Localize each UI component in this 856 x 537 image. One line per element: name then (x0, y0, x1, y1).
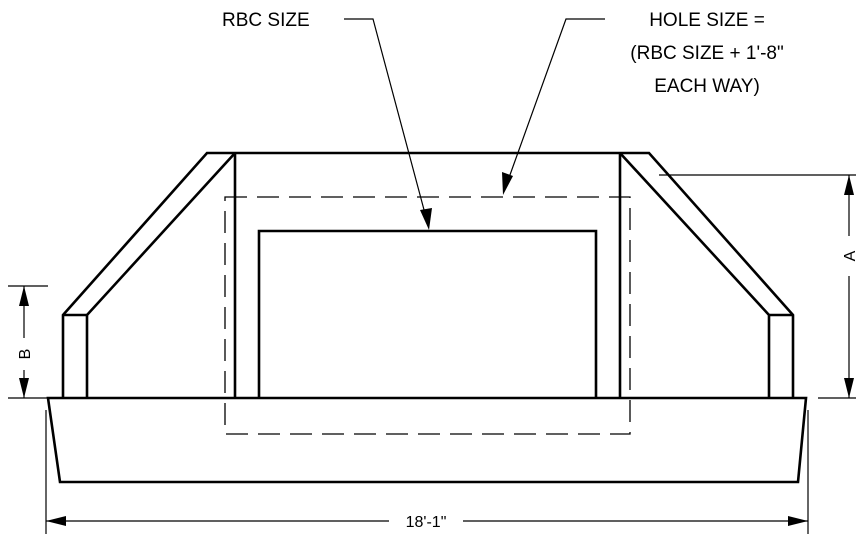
footing-slab (46, 396, 808, 484)
hole-outline-dashed (224, 196, 631, 435)
dimension-width (45, 410, 809, 534)
hole-size-leader-arrowhead (502, 172, 513, 195)
dimension-width-label: 18'-1" (406, 514, 447, 531)
rbc-size-leader (344, 18, 432, 230)
dimension-b (8, 285, 48, 399)
rbc-size-leader-arrowhead (420, 208, 432, 230)
dimension-b-label: B (17, 349, 34, 360)
hole-size-leader (502, 18, 605, 195)
rbc-size-label: RBC SIZE (222, 10, 310, 31)
dimension-a (659, 174, 856, 399)
right-wingwall (619, 151, 795, 398)
hole-size-label-line3: EACH WAY) (654, 76, 760, 97)
headwall (233, 151, 622, 398)
dimension-a-label: A (842, 250, 856, 261)
left-wingwall (61, 151, 236, 398)
hole-size-label-line1: HOLE SIZE = (649, 10, 765, 31)
rbc-opening (257, 229, 598, 398)
hole-size-label-line2: (RBC SIZE + 1'-8" (630, 43, 783, 64)
